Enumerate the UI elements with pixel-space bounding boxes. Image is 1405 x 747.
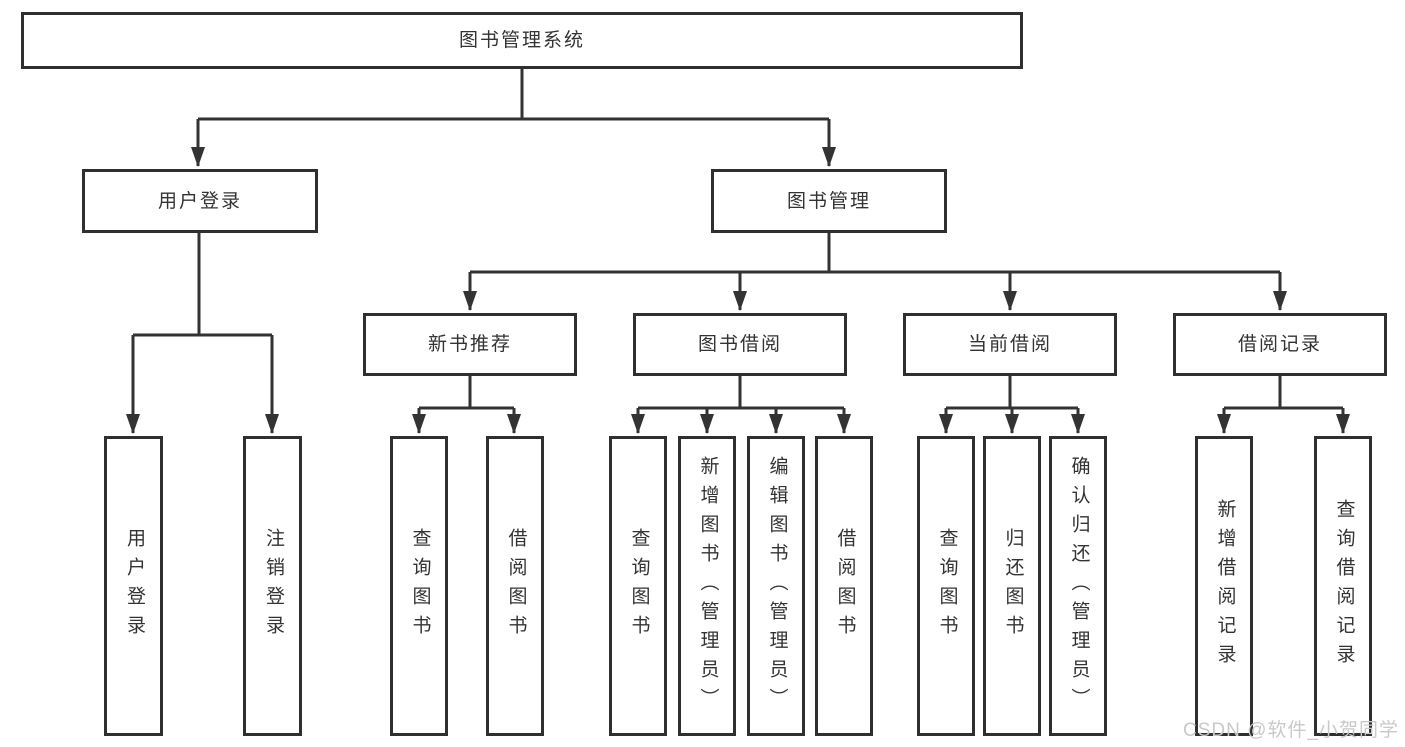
node-label: 注销登录: [262, 528, 284, 644]
node-leaf-add-book-admin: 新增图书（管理员）: [678, 436, 736, 736]
csdn-watermark: CSDN @软件_小贺同学: [1183, 720, 1399, 741]
node-current-borrow: 当前借阅: [903, 313, 1117, 376]
node-new-book-recommend: 新书推荐: [363, 313, 577, 376]
node-leaf-logout: 注销登录: [243, 436, 302, 736]
node-label: 查询图书: [628, 528, 650, 644]
node-label: 查询图书: [409, 528, 431, 644]
node-label: 图书管理系统: [458, 30, 585, 51]
node-label: 借阅图书: [505, 528, 527, 644]
node-label: 用户登录: [123, 528, 145, 644]
node-user-login: 用户登录: [82, 169, 318, 233]
node-label: 确认归还（管理员）: [1068, 455, 1090, 717]
node-book-management: 图书管理: [711, 169, 947, 233]
node-label: 新增借阅记录: [1214, 499, 1236, 673]
node-label: 图书管理: [786, 190, 871, 212]
node-leaf-user-login: 用户登录: [104, 436, 163, 736]
node-label: 借阅图书: [834, 528, 856, 644]
node-label: 归还图书: [1002, 528, 1024, 644]
node-label: 查询图书: [936, 528, 958, 644]
node-label: 新书推荐: [427, 334, 512, 355]
node-leaf-query-book-current: 查询图书: [917, 436, 975, 736]
node-label: 编辑图书（管理员）: [766, 455, 788, 717]
node-leaf-query-book-borrow: 查询图书: [609, 436, 667, 736]
node-label: 借阅记录: [1237, 334, 1322, 355]
node-leaf-return-book: 归还图书: [983, 436, 1041, 736]
node-book-borrow: 图书借阅: [633, 313, 847, 376]
node-leaf-query-book-recommend: 查询图书: [390, 436, 448, 736]
node-leaf-confirm-return-admin: 确认归还（管理员）: [1049, 436, 1107, 736]
node-label: 查询借阅记录: [1333, 499, 1355, 673]
node-leaf-query-borrow-record: 查询借阅记录: [1314, 436, 1372, 736]
node-leaf-add-borrow-record: 新增借阅记录: [1195, 436, 1253, 736]
node-leaf-borrow-book: 借阅图书: [815, 436, 873, 736]
node-leaf-borrow-book-recommend: 借阅图书: [486, 436, 544, 736]
node-label: 用户登录: [157, 190, 242, 212]
node-label: 图书借阅: [697, 334, 782, 355]
node-label: 新增图书（管理员）: [697, 455, 719, 717]
node-root: 图书管理系统: [21, 12, 1023, 69]
node-label: 当前借阅: [967, 334, 1052, 355]
node-leaf-edit-book-admin: 编辑图书（管理员）: [747, 436, 805, 736]
node-borrow-records: 借阅记录: [1173, 313, 1387, 376]
